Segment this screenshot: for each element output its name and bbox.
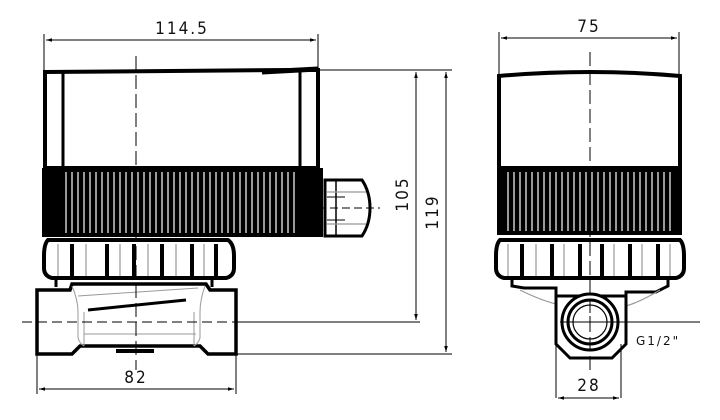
front-cable-gland (318, 178, 380, 238)
side-view (494, 52, 700, 370)
thread-size-label: G1/2" (636, 334, 680, 348)
front-housing (43, 66, 320, 170)
dimension-pipe-width: 28 (555, 344, 622, 400)
dimension-pipe-body-length: 82 (36, 354, 237, 394)
dimension-label-105: 105 (393, 176, 413, 211)
dimension-label-75: 75 (577, 17, 600, 37)
dimension-overall-width: 114.5 (43, 19, 319, 70)
side-bracket (510, 278, 670, 307)
dimension-label-82: 82 (124, 368, 147, 388)
dimension-overall-height: 119 (236, 72, 452, 355)
dimension-label-119: 119 (423, 194, 443, 229)
front-view (22, 56, 380, 370)
side-hex-ring (494, 238, 686, 280)
dimension-body-height: 105 (236, 69, 452, 323)
dimension-label-114-5: 114.5 (155, 19, 209, 39)
side-pipe-port (554, 292, 628, 360)
front-hex-ring (42, 238, 236, 287)
dimension-overall-depth: 75 (498, 17, 680, 74)
dimension-label-28: 28 (577, 376, 600, 396)
front-knurl-band (42, 168, 323, 237)
